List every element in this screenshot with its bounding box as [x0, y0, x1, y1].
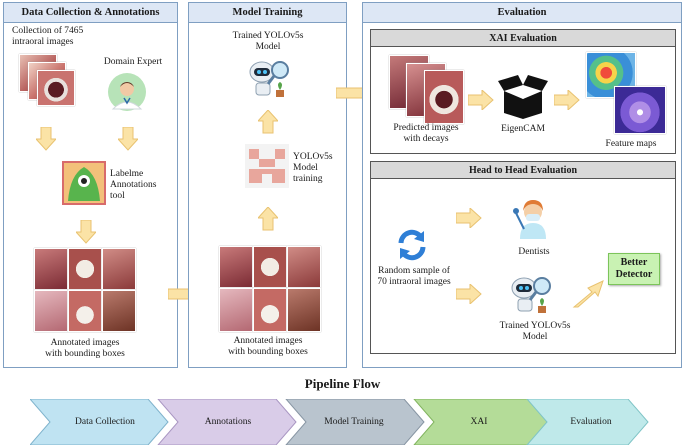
panel-title: Evaluation — [363, 3, 681, 23]
annotated-label-2: Annotated images with bounding boxes — [228, 336, 308, 357]
panel-title: Model Training — [189, 3, 346, 23]
robot-icon-h2h — [511, 277, 551, 313]
arrow-down-2 — [118, 127, 138, 151]
feature-maps-label: Feature maps — [605, 139, 657, 149]
annotated-label-1: Annotated images with bounding boxes — [45, 338, 125, 359]
training-icon — [245, 144, 289, 188]
arrow-up-1 — [258, 110, 278, 134]
pipeline-label-evaluation: Evaluation — [570, 417, 612, 427]
pipeline-step-model-training — [285, 399, 425, 445]
pipeline-step-evaluation — [526, 399, 649, 445]
arrow-down-3 — [76, 220, 96, 244]
eigencam-box-icon — [498, 75, 548, 119]
dentist-icon — [513, 200, 546, 239]
subpanel-head-to-head: Head to Head Evaluation — [370, 161, 676, 354]
dentists-label: Dentists — [518, 247, 550, 257]
eigencam-label: EigenCAM — [501, 124, 545, 134]
refresh-icon — [398, 229, 426, 261]
training-label: YOLOv5s Model training — [293, 152, 333, 184]
arrow-right-xai-1 — [468, 90, 494, 110]
robot-icon — [249, 61, 289, 97]
predicted-label: Predicted images with decays — [393, 123, 459, 144]
pipeline-label-annotations: Annotations — [204, 417, 252, 427]
pipeline-step-annotations — [157, 399, 297, 445]
trained-model-label: Trained YOLOv5s Model — [232, 31, 304, 52]
pipeline-flow — [30, 399, 649, 445]
subpanel-title: Head to Head Evaluation — [371, 162, 675, 179]
doctor-avatar-icon — [108, 73, 146, 111]
arrow-to-model — [456, 284, 482, 304]
pipeline-label-model-training: Model Training — [324, 417, 384, 427]
arrow-down-1 — [36, 127, 56, 151]
labelme-tool-icon — [62, 161, 106, 205]
trained-model-label-h2h: Trained YOLOv5s Model — [499, 321, 571, 342]
arrow-up-2 — [258, 207, 278, 231]
arrow-right-xai-2 — [554, 90, 580, 110]
pipeline-step-data-collection — [30, 399, 169, 445]
subpanel-title: XAI Evaluation — [371, 30, 675, 47]
panel-title: Data Collection & Annotations — [4, 3, 177, 23]
pipeline-label-data-collection: Data Collection — [75, 417, 135, 427]
random-sample-label: Random sample of 70 intraoral images — [377, 266, 451, 287]
pipeline-label-xai: XAI — [470, 417, 488, 427]
arrow-to-better — [572, 280, 604, 308]
pipeline-step-xai — [413, 399, 553, 445]
labelme-label: Labelme Annotations tool — [110, 169, 157, 201]
better-detector-badge: Better Detector — [608, 253, 660, 285]
domain-expert-label: Domain Expert — [103, 57, 163, 67]
pipeline-title: Pipeline Flow — [304, 376, 381, 391]
arrow-to-dentists — [456, 208, 482, 228]
collection-label: Collection of 7465 intraoral images — [12, 26, 84, 47]
